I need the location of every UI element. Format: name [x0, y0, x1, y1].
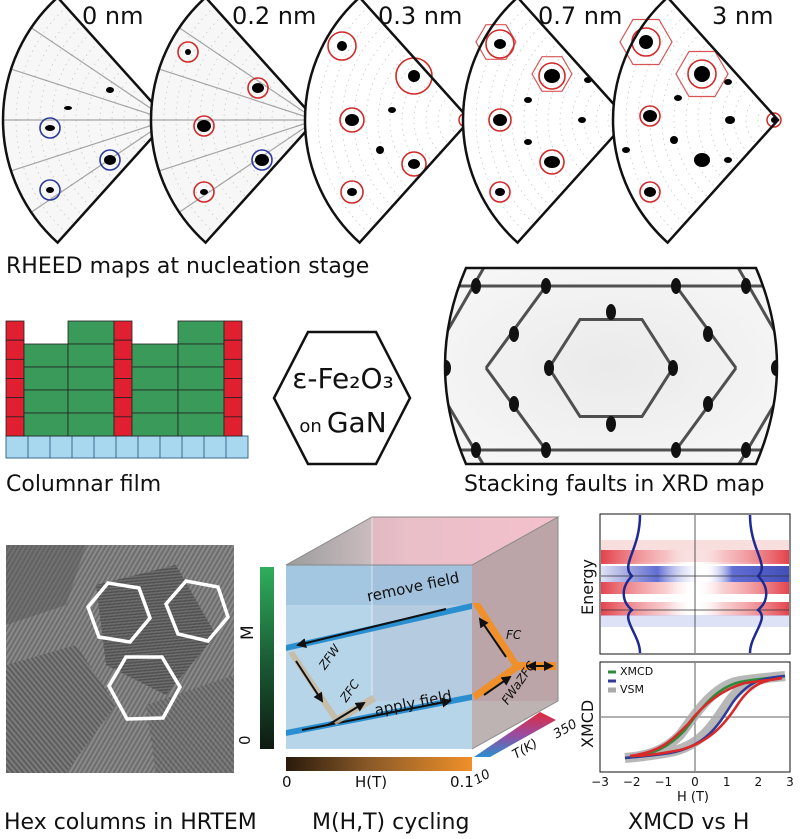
x-tick-label: −2	[623, 775, 641, 789]
cycling-caption: M(H,T) cycling	[312, 810, 470, 835]
columnar-caption: Columnar film	[6, 472, 162, 497]
h-axis-min: 0	[282, 773, 292, 791]
rheed-sector-3	[461, 0, 632, 245]
xmcd-panels: −3 −2 −1 0 1 2 3	[591, 513, 794, 789]
hex-title-line2: on GaN	[268, 406, 418, 439]
columnar-film-diagram	[5, 320, 249, 459]
x-tick-label: 3	[786, 775, 794, 789]
x-tick-label: 0	[691, 775, 699, 789]
xmcd-hysteresis-plot: −3 −2 −1 0 1 2 3	[591, 661, 794, 789]
energy-axis-label: Energy	[578, 558, 597, 615]
xrd-map	[443, 266, 779, 466]
fc-label: FC	[506, 628, 522, 642]
xrd-caption: Stacking faults in XRD map	[464, 472, 765, 497]
rheed-thickness-4: 3 nm	[712, 2, 774, 30]
legend-xmcd-label: XMCD	[620, 665, 654, 678]
x-tick-label: −1	[654, 775, 672, 789]
mht-cycling-diagram	[260, 516, 560, 771]
rheed-caption: RHEED maps at nucleation stage	[6, 254, 370, 279]
energy-map	[599, 513, 791, 655]
rheed-sector-1	[149, 0, 318, 245]
xmcd-axis-label: XMCD	[578, 699, 597, 748]
rheed-thickness-2: 0.3 nm	[378, 2, 463, 30]
x-tick-label: 1	[723, 775, 731, 789]
rheed-thickness-0: 0 nm	[82, 2, 144, 30]
hex-column-outline-1	[86, 581, 152, 644]
rheed-sector-2	[303, 0, 474, 245]
gan-substrate	[5, 435, 249, 459]
h-axis-title: H (T)	[677, 790, 709, 805]
hex-title-line1: ε-Fe₂O₃	[292, 362, 394, 395]
xmcd-caption: XMCD vs H	[628, 810, 750, 835]
x-tick-label: 2	[755, 775, 763, 789]
h-axis-label: H(T)	[355, 773, 388, 791]
hrtem-caption: Hex columns in HRTEM	[4, 810, 257, 835]
hex-gan-label: GaN	[326, 406, 387, 439]
rheed-sector-0	[1, 0, 170, 245]
h-axis-max: 0.1	[450, 773, 474, 791]
legend-vsm-label: VSM	[620, 683, 644, 696]
m-axis-zero: 0	[236, 735, 254, 745]
x-tick-label: −3	[591, 775, 609, 789]
hex-on-label: on	[299, 416, 322, 437]
center-hexagon	[272, 330, 412, 466]
rheed-sector-4	[611, 0, 782, 245]
hex-column-outline-2	[163, 579, 230, 643]
rheed-maps	[1, 0, 782, 245]
xmcd-loop-red	[629, 676, 783, 758]
rheed-thickness-1: 0.2 nm	[232, 2, 317, 30]
film-columns	[5, 320, 243, 437]
rheed-thickness-3: 0.7 nm	[538, 2, 623, 30]
m-axis-label: M	[238, 625, 258, 640]
hex-column-outline-3	[106, 655, 183, 721]
hrtem-image	[6, 545, 234, 773]
